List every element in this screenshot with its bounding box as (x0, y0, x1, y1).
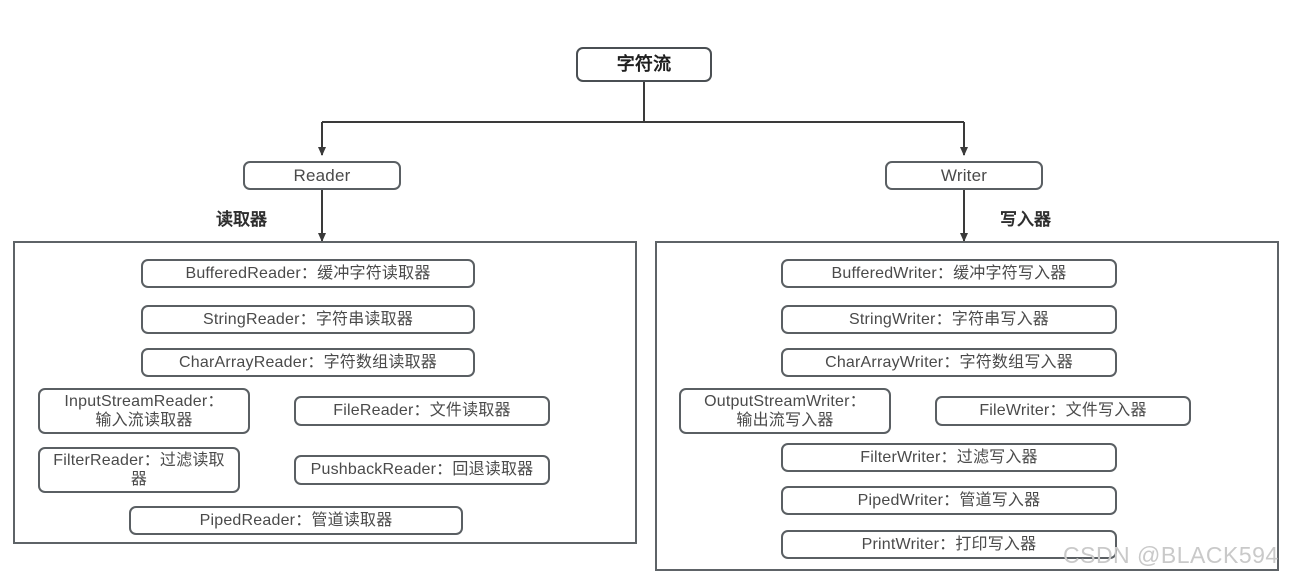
node-string-reader[interactable]: StringReader：字符串读取器 (141, 305, 475, 334)
node-filter-writer[interactable]: FilterWriter：过滤写入器 (781, 443, 1117, 472)
node-pushback-reader[interactable]: PushbackReader：回退读取器 (294, 455, 550, 485)
caption-writer: 写入器 (1000, 210, 1051, 229)
node-writer[interactable]: Writer (885, 161, 1043, 190)
node-print-writer[interactable]: PrintWriter：打印写入器 (781, 530, 1117, 559)
node-output-stream-writer[interactable]: OutputStreamWriter： 输出流写入器 (679, 388, 891, 434)
node-reader[interactable]: Reader (243, 161, 401, 190)
node-filter-reader[interactable]: FilterReader：过滤读取 器 (38, 447, 240, 493)
watermark-text: CSDN @BLACK594 (1063, 542, 1279, 568)
caption-reader: 读取器 (216, 210, 267, 229)
node-piped-writer[interactable]: PipedWriter：管道写入器 (781, 486, 1117, 515)
node-file-writer[interactable]: FileWriter：文件写入器 (935, 396, 1191, 426)
node-input-stream-reader[interactable]: InputStreamReader： 输入流读取器 (38, 388, 250, 434)
node-piped-reader[interactable]: PipedReader：管道读取器 (129, 506, 463, 535)
node-char-array-writer[interactable]: CharArrayWriter：字符数组写入器 (781, 348, 1117, 377)
node-file-reader[interactable]: FileReader：文件读取器 (294, 396, 550, 426)
node-buffered-reader[interactable]: BufferedReader：缓冲字符读取器 (141, 259, 475, 288)
node-char-array-reader[interactable]: CharArrayReader：字符数组读取器 (141, 348, 475, 377)
node-buffered-writer[interactable]: BufferedWriter：缓冲字符写入器 (781, 259, 1117, 288)
node-character-stream[interactable]: 字符流 (576, 47, 712, 82)
node-string-writer[interactable]: StringWriter：字符串写入器 (781, 305, 1117, 334)
